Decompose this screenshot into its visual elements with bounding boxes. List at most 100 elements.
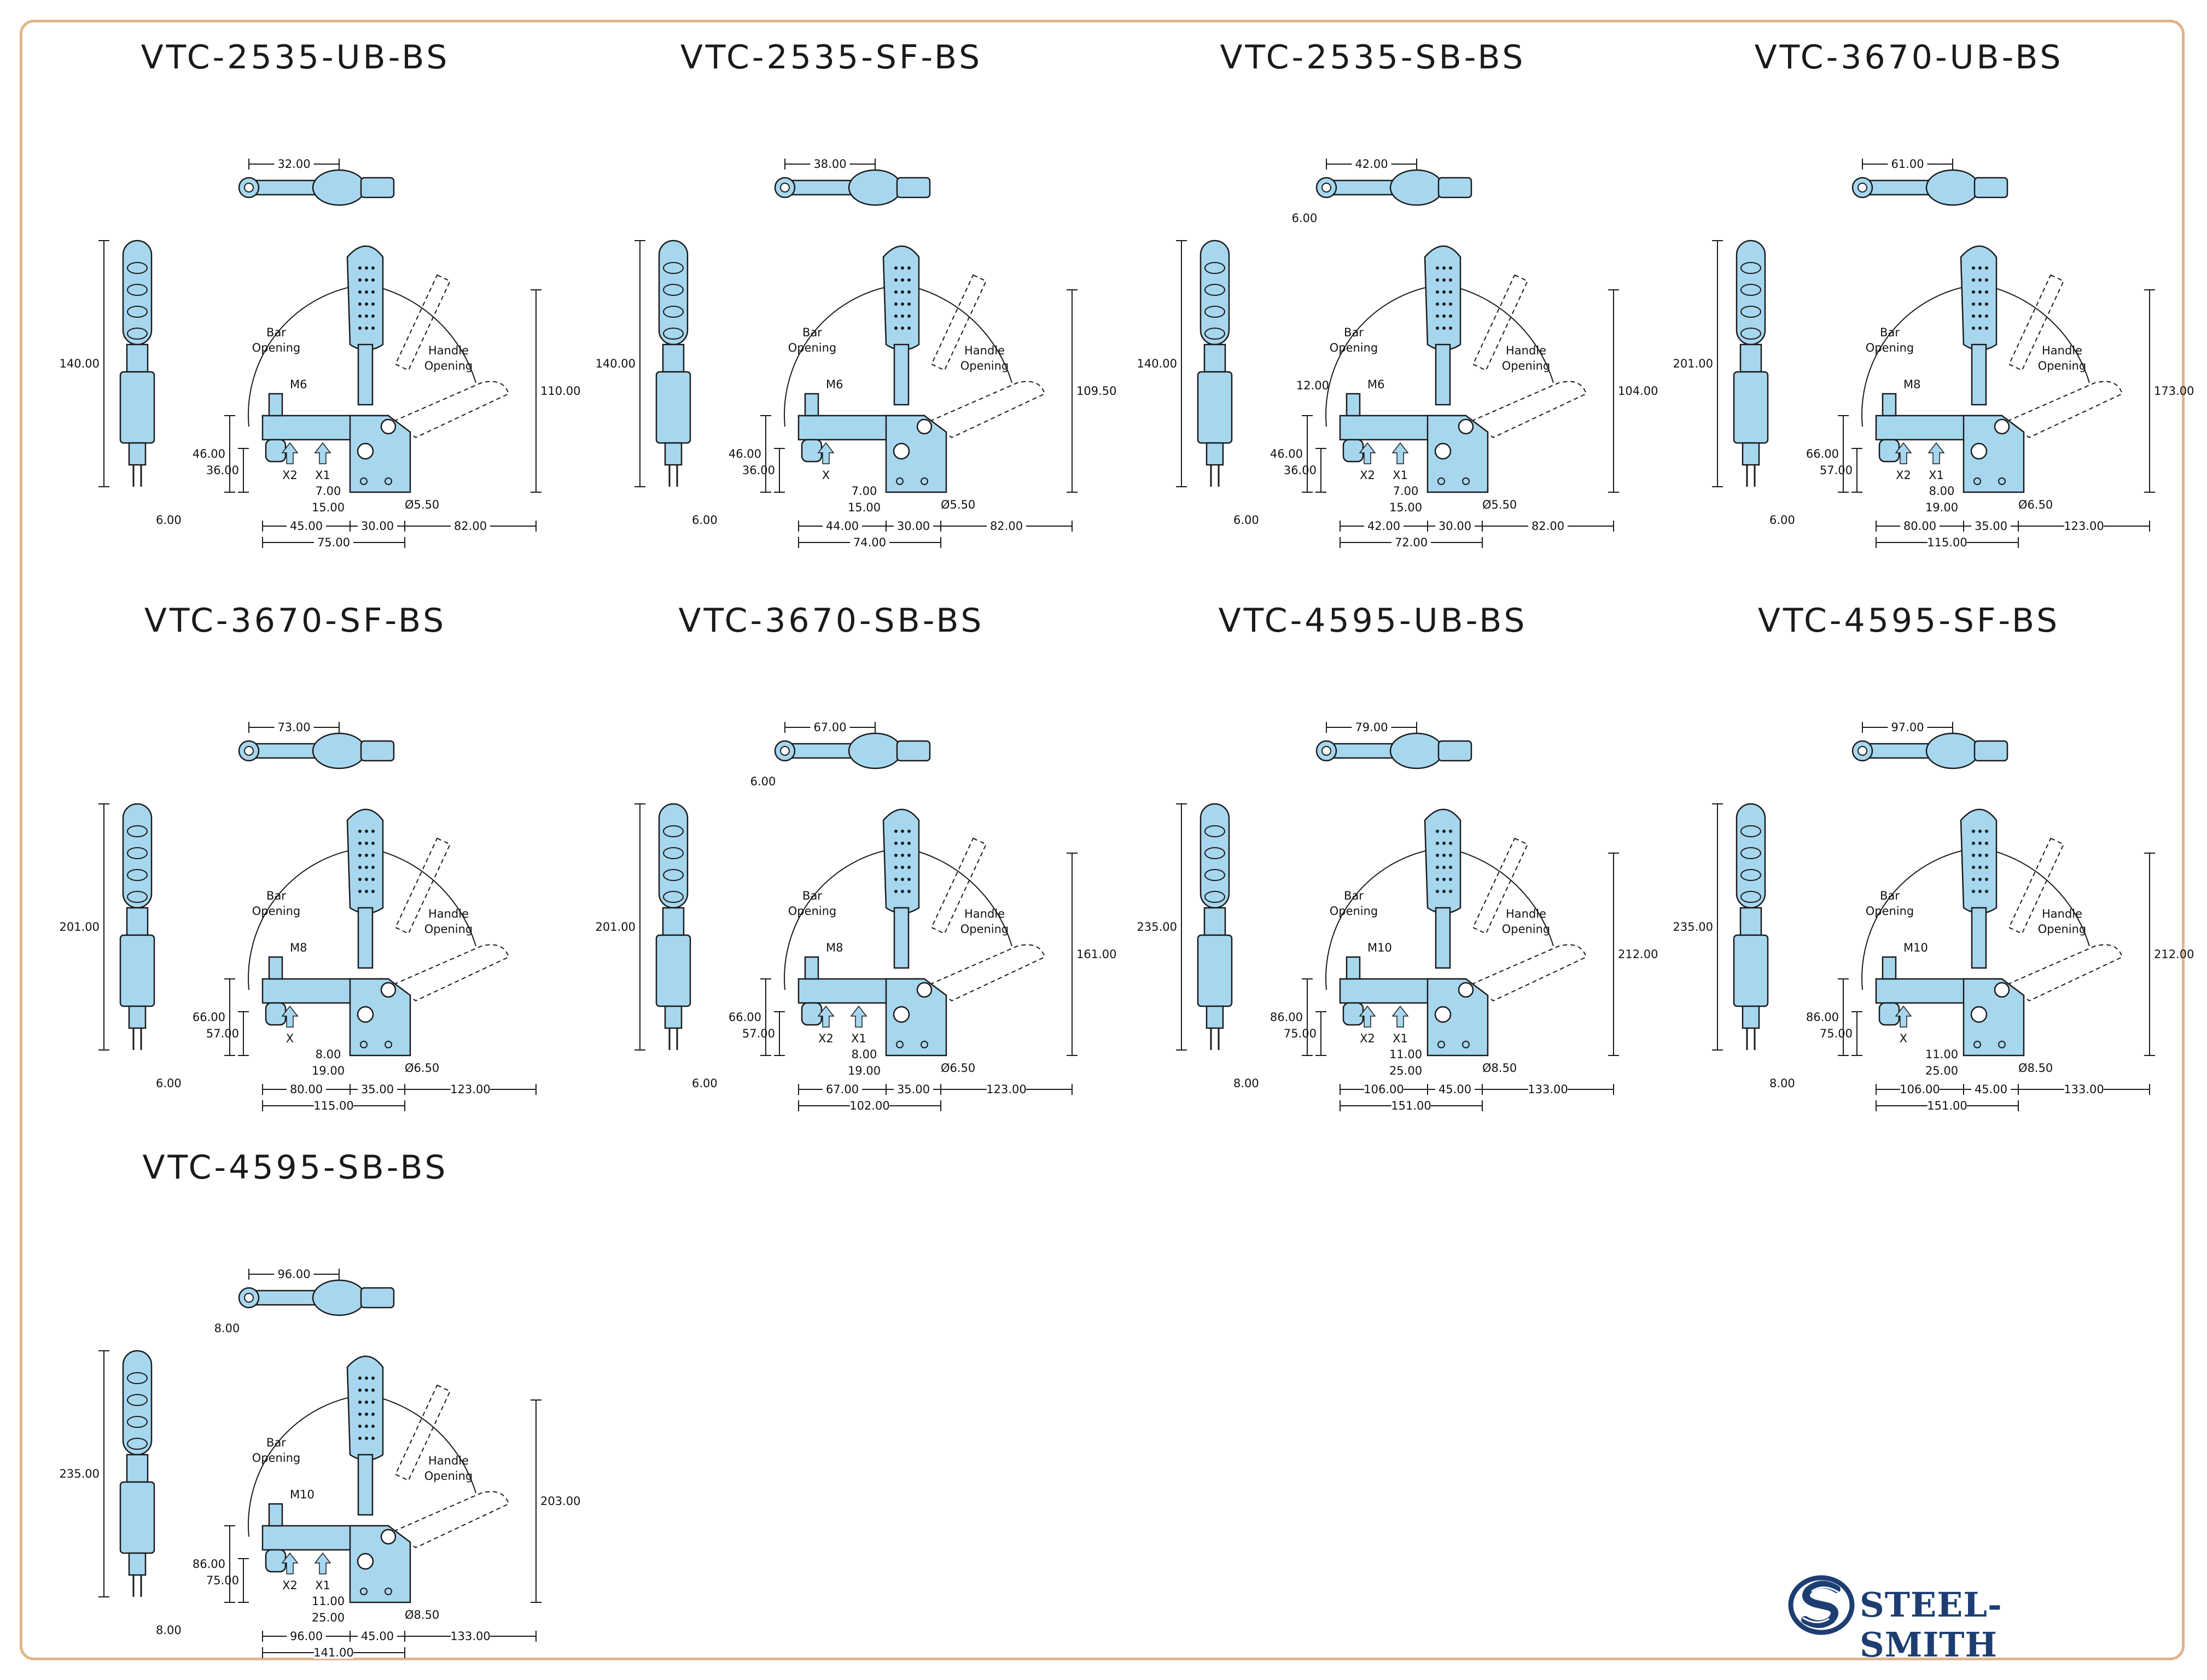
mount-hole (896, 1041, 904, 1048)
top-view: 67.006.00 (750, 720, 931, 788)
pivot-hole (1970, 442, 1988, 460)
top-view: 79.00 (1315, 720, 1472, 769)
handle-side-view: 235.008.00 (1673, 803, 1795, 1090)
top-handle (312, 169, 366, 206)
handle-open-ghost (929, 381, 1046, 439)
clamp-base (1426, 978, 1489, 1057)
spindle-pad (265, 1549, 287, 1573)
dim-total: 141.00 (313, 1646, 353, 1659)
force-arrow-x1-arrow (850, 1005, 867, 1028)
offset-b-dim: 19.00 (1925, 501, 1958, 514)
force-arrow-x2-arrow (817, 1005, 835, 1028)
spindle-pad (1342, 439, 1364, 463)
pivot-hole (357, 1553, 374, 1570)
handle-opening-label: Handle (428, 344, 469, 357)
force-arrow-x2: X2 (818, 1032, 834, 1045)
bar-opening-arc (784, 284, 903, 427)
side-body (1733, 934, 1769, 1007)
bar-opening-label: Bar (802, 889, 822, 902)
top-handle (1925, 169, 1980, 206)
hole-label: Ø6.50 (2018, 498, 2053, 511)
top-dim: 79.00 (1355, 721, 1388, 734)
hole-label: Ø6.50 (405, 1061, 439, 1075)
side-grip (1736, 803, 1766, 909)
mount-hole (1973, 1041, 1981, 1048)
thread-label: M8 (1903, 378, 1920, 391)
top-pivot (1437, 177, 1472, 199)
reach-height-dim: 104.00 (1618, 384, 1658, 398)
top-pivot (1973, 177, 2008, 199)
dim-left: 44.00 (826, 520, 859, 533)
reach-height-dim: 212.00 (1618, 948, 1658, 961)
dim-total: 151.00 (1927, 1099, 1967, 1112)
bar-height-dim: 66.00 (1806, 447, 1839, 460)
force-arrow-x2: X2 (1360, 1032, 1375, 1045)
bar-height-dim: 46.00 (1270, 447, 1303, 460)
top-view: 32.00 (238, 157, 395, 206)
side-grip (122, 240, 153, 346)
side-grip (1199, 240, 1230, 346)
dim-right: 82.00 (1531, 520, 1564, 533)
force-arrow-x: X (1900, 1032, 1907, 1045)
handle-opening-label: Handle (428, 907, 469, 920)
top-view: 96.008.00 (214, 1267, 395, 1335)
mount-hole (1998, 477, 2006, 485)
force-arrow-x1-arrow (1391, 442, 1409, 464)
hole-label: Ø8.50 (2018, 1061, 2053, 1075)
side-grip (1199, 803, 1230, 909)
bar-opening-arc (248, 1394, 367, 1537)
bar-opening-label: Opening (252, 1451, 301, 1465)
bar-opening-label: Bar (1344, 889, 1364, 902)
bar-thickness-dim: 12.00 (1296, 379, 1329, 392)
top-handle (848, 732, 902, 769)
mount-hole (921, 477, 928, 485)
width-small-dim: 6.00 (692, 514, 718, 527)
bar-opening-arc (248, 284, 367, 427)
mount-hole (896, 477, 904, 485)
offset-b-dim: 19.00 (848, 1064, 881, 1077)
top-handle (1389, 732, 1444, 769)
height-dim: 235.00 (60, 1467, 100, 1480)
top-dim: 67.00 (813, 721, 846, 734)
clamp-base (1426, 415, 1489, 493)
dim-mid: 35.00 (1975, 520, 2007, 533)
dim-right: 123.00 (2064, 520, 2104, 533)
height-dim: 140.00 (1137, 357, 1177, 370)
handle-opening-label: Handle (1506, 907, 1546, 920)
dim-mid: 45.00 (361, 1630, 394, 1643)
force-arrow-x: X (286, 1032, 294, 1045)
side-body (119, 1481, 155, 1554)
pivot-hole (357, 1006, 374, 1023)
mount-hole (1973, 477, 1981, 485)
top-pivot (360, 1287, 395, 1309)
handle-opening-arc (1443, 284, 1554, 383)
offset-a-dim: 8.00 (852, 1048, 877, 1061)
dim-mid: 35.00 (897, 1083, 930, 1096)
bar-opening-label: Bar (1880, 889, 1900, 902)
top-pivot (1437, 740, 1472, 762)
dim-mid: 35.00 (361, 1083, 394, 1096)
dim-right: 82.00 (990, 520, 1023, 533)
handle-opening-arc (1979, 847, 2090, 947)
main-handle-grip (1424, 808, 1461, 914)
pivot-hole (357, 442, 374, 460)
offset-b-dim: 15.00 (312, 501, 345, 514)
mount-hole (1462, 477, 1470, 485)
dim-mid: 45.00 (1439, 1083, 1471, 1096)
width-small-dim: 8.00 (1233, 1077, 1259, 1090)
spindle-height-dim: 75.00 (206, 1574, 239, 1587)
top-view: 61.00 (1851, 157, 2008, 206)
main-handle-grip (882, 808, 920, 914)
bar-opening-label: Opening (1330, 341, 1378, 354)
height-dim: 140.00 (596, 357, 636, 370)
model-title: VTC-3670-SB-BS (678, 602, 985, 640)
main-handle-grip (1960, 245, 1998, 351)
force-arrow-x2-arrow (1359, 442, 1376, 464)
offset-b-dim: 25.00 (312, 1611, 345, 1624)
dim-left: 45.00 (290, 520, 323, 533)
handle-opening-label: Handle (2042, 907, 2082, 920)
